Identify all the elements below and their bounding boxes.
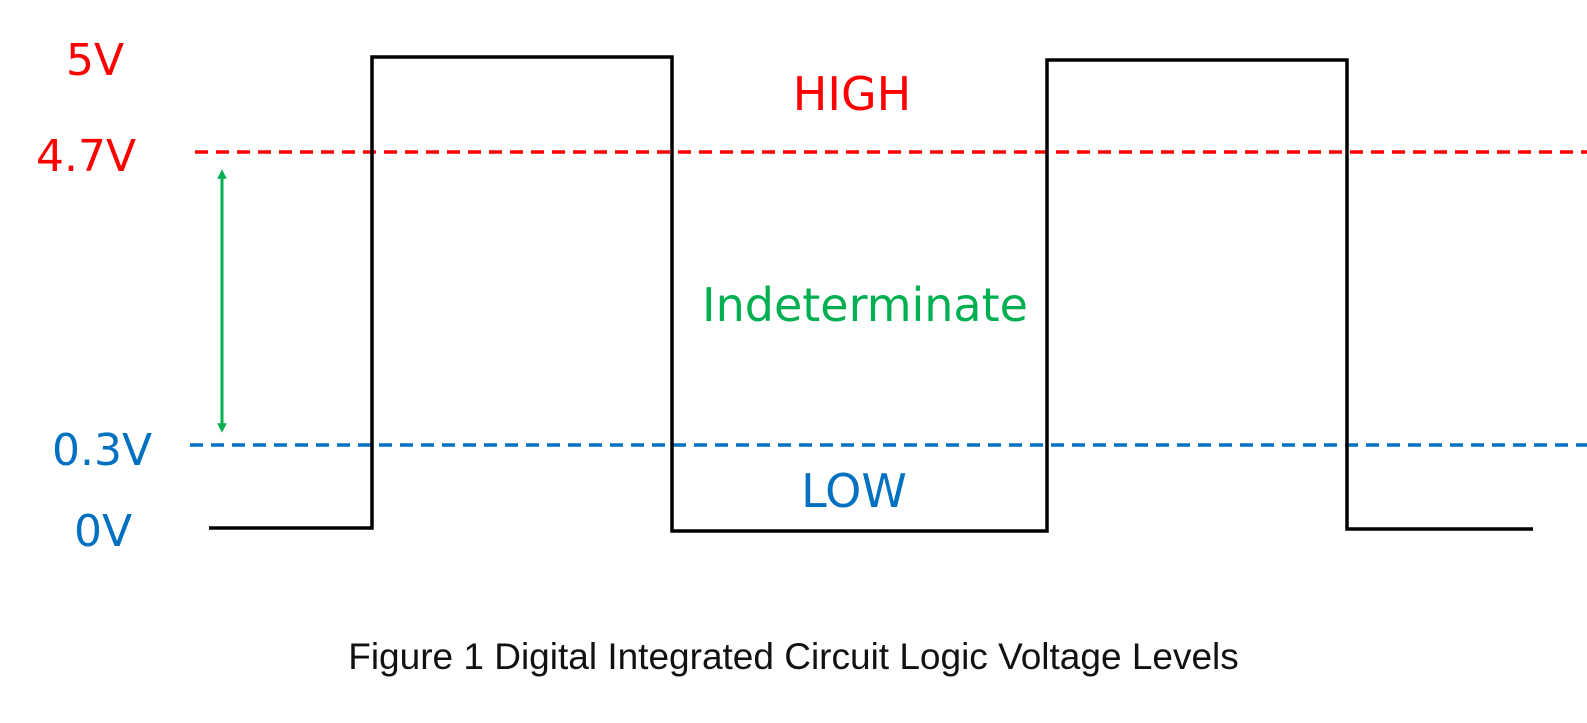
figure-caption: Figure 1 Digital Integrated Circuit Logi…: [348, 636, 1239, 677]
label-0v: 0V: [74, 506, 132, 557]
zone-label-indeterminate: Indeterminate: [702, 278, 1028, 332]
label-5v: 5V: [66, 35, 124, 86]
label-0-3v: 0.3V: [52, 425, 152, 476]
zone-label-low: LOW: [801, 464, 907, 518]
zone-label-high: HIGH: [793, 67, 911, 121]
label-4-7v: 4.7V: [36, 131, 136, 182]
square-waveform: [209, 55, 1533, 533]
